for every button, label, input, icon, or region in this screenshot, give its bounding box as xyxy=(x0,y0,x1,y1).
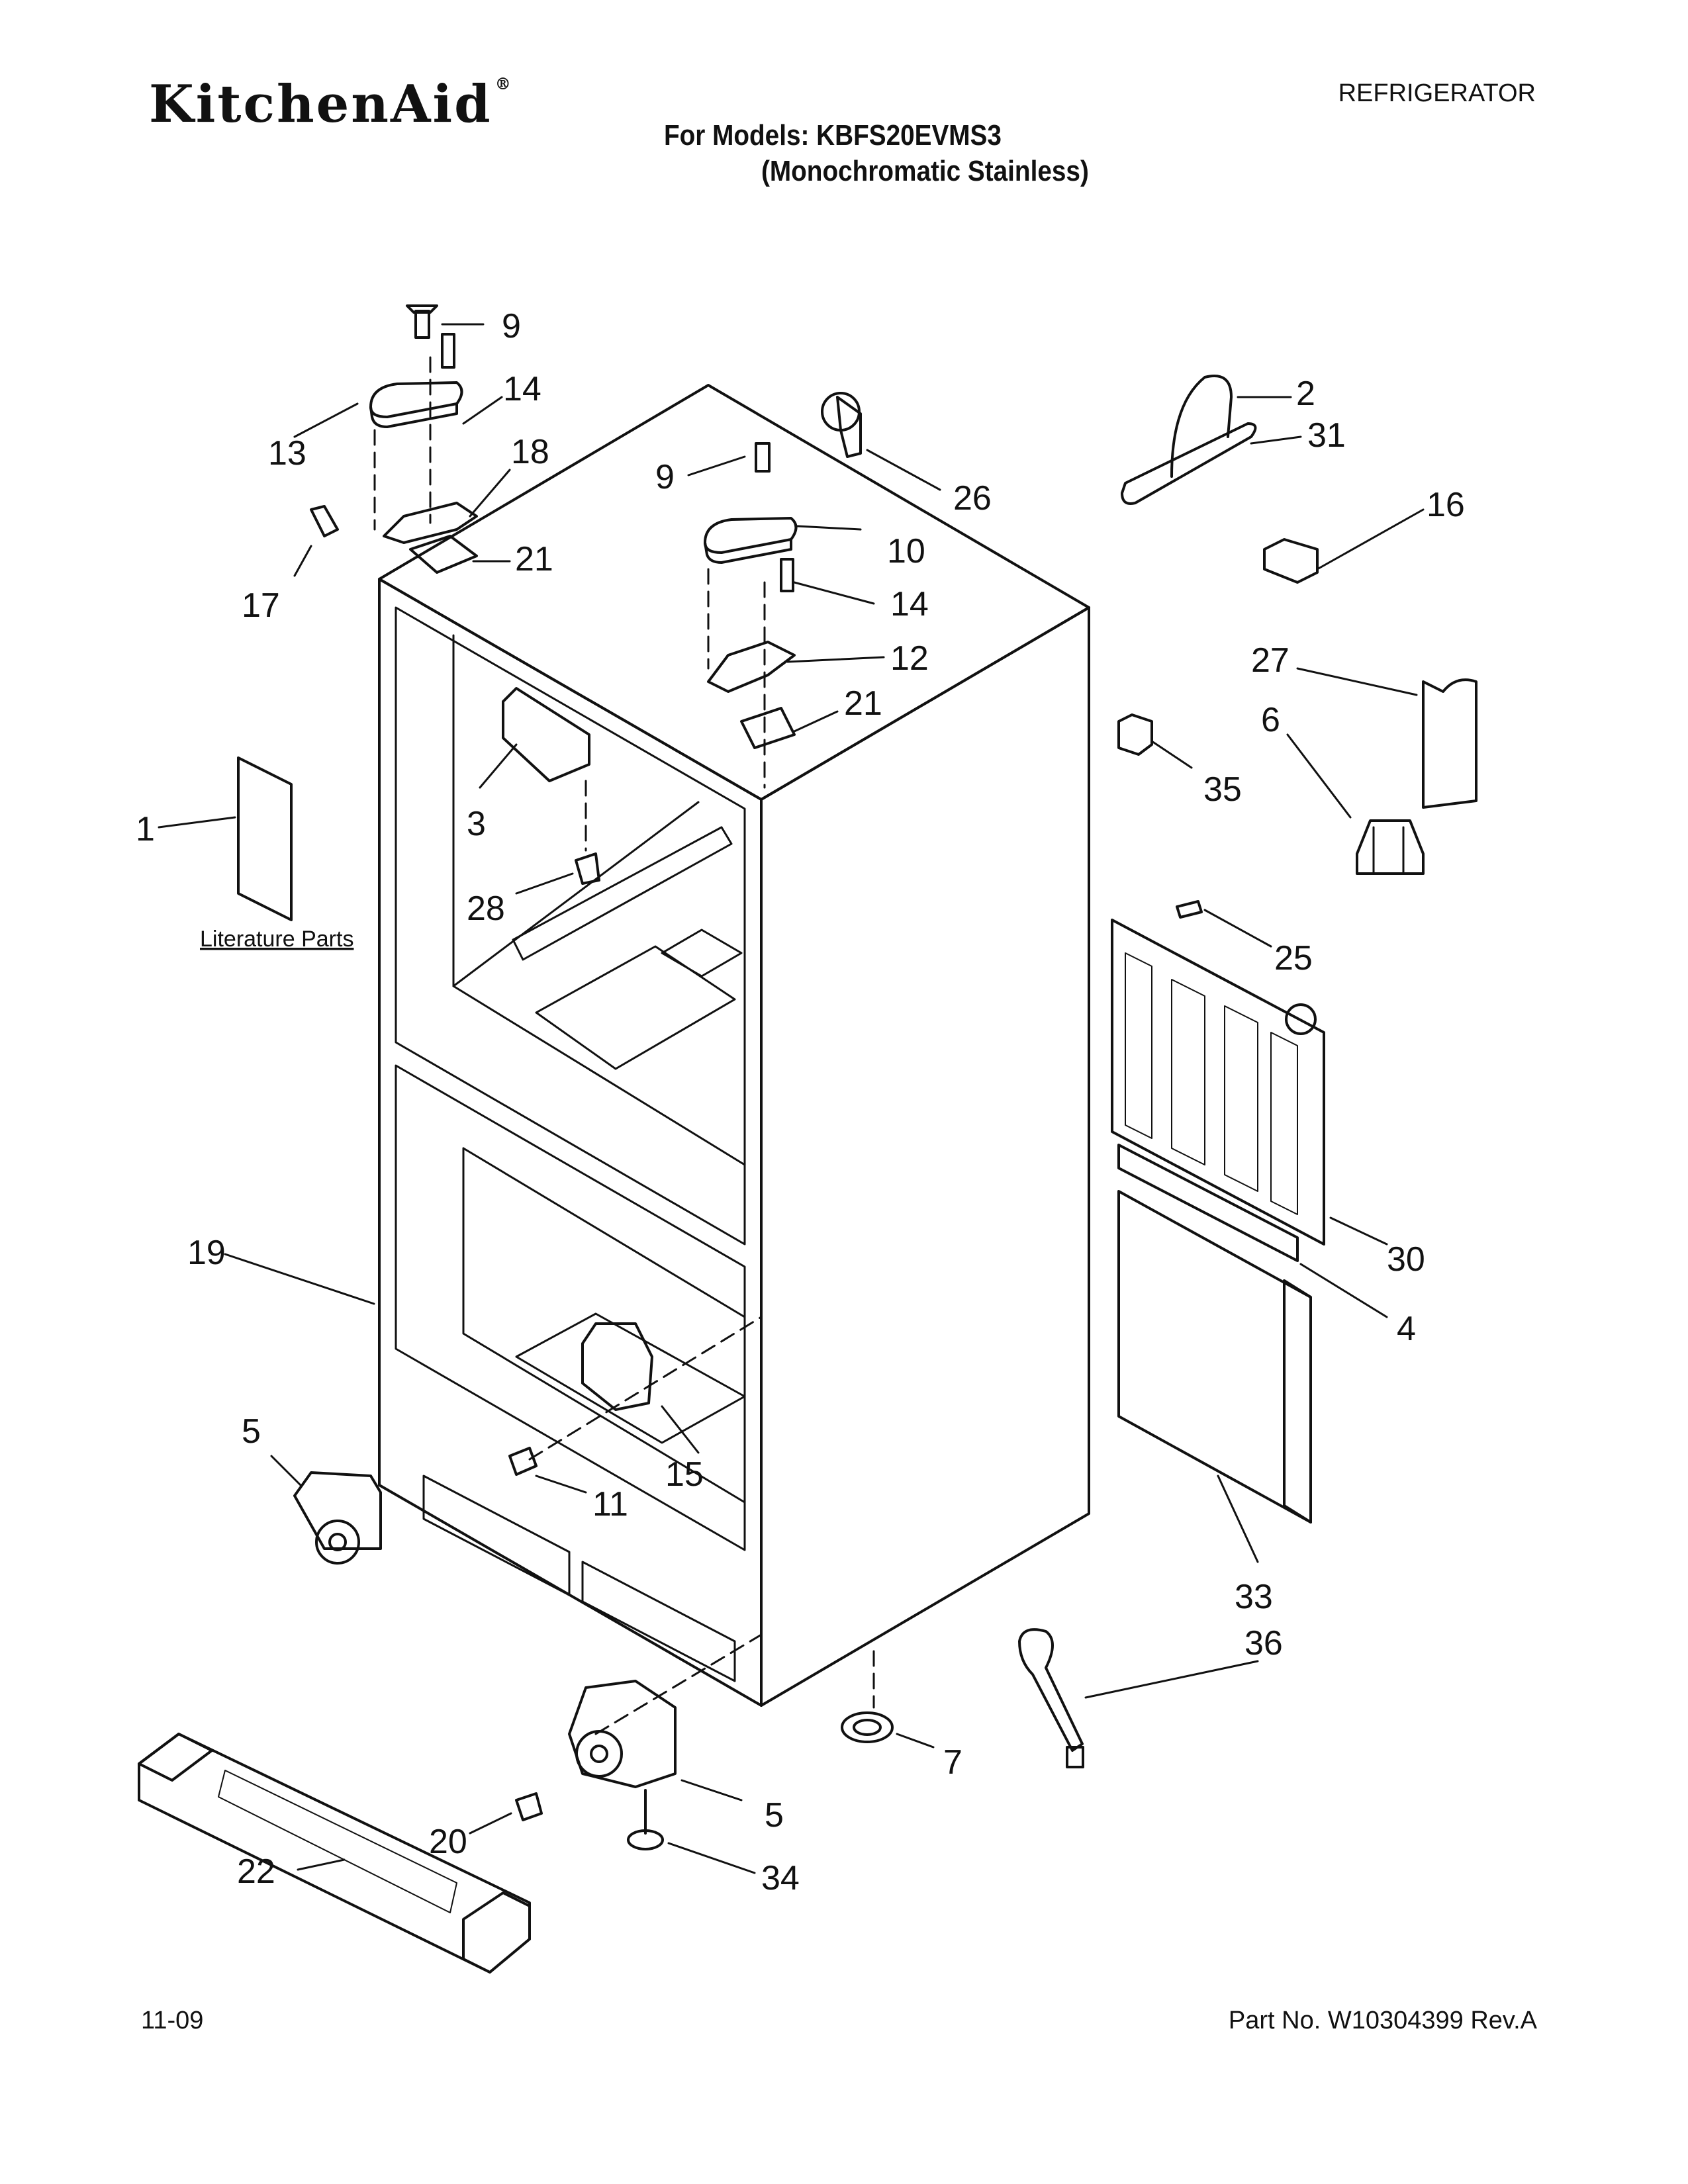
callout-20: 20 xyxy=(429,1823,467,1861)
callout-7: 7 xyxy=(943,1743,962,1782)
callout-28: 28 xyxy=(467,889,505,928)
part-27-channel xyxy=(1422,678,1477,809)
part-6-bracket xyxy=(1356,819,1425,875)
literature-parts-label: Literature Parts xyxy=(200,927,353,952)
callout-34: 34 xyxy=(761,1859,800,1897)
part-30-grommet xyxy=(1285,1003,1317,1035)
upper-left-hinge xyxy=(310,304,478,574)
callout-18: 18 xyxy=(511,433,549,471)
appliance-category: REFRIGERATOR xyxy=(1338,79,1536,107)
leader-lines xyxy=(158,323,1425,1874)
part-35-clip xyxy=(1117,713,1153,756)
part-25-screw xyxy=(1176,900,1203,919)
callout-35: 35 xyxy=(1203,770,1242,809)
callout-9-top-left: 9 xyxy=(502,307,521,345)
part-3-block xyxy=(502,687,590,782)
part-30-louvers xyxy=(1125,952,1298,1215)
callout-27: 27 xyxy=(1251,641,1289,680)
callout-5-left: 5 xyxy=(242,1412,261,1451)
footer-part-number: Part No. W10304399 Rev.A xyxy=(1228,2007,1537,2034)
callout-22: 22 xyxy=(237,1852,275,1891)
callout-13: 13 xyxy=(268,434,306,473)
part-4-strip xyxy=(1117,1144,1299,1262)
part-33-insulation xyxy=(1117,1190,1312,1524)
callout-6: 6 xyxy=(1261,701,1280,739)
part-15-hinge xyxy=(581,1322,653,1411)
part-1-literature xyxy=(237,756,293,921)
part-5-roller-left xyxy=(293,1471,382,1565)
cabinet xyxy=(378,384,1090,1707)
part-26-bracket xyxy=(836,396,862,458)
part-30-access-panel xyxy=(1111,919,1325,1246)
footer-date: 11-09 xyxy=(141,2007,204,2034)
part-11-screw xyxy=(508,1447,538,1476)
callout-31: 31 xyxy=(1307,416,1346,455)
callout-30: 30 xyxy=(1387,1240,1425,1279)
part-22-base-grille xyxy=(138,1733,531,1974)
callout-36: 36 xyxy=(1244,1624,1283,1662)
callout-9-center: 9 xyxy=(655,458,675,496)
part-20-screw xyxy=(515,1792,543,1821)
brand-logo: KitchenAid® xyxy=(149,74,513,134)
callout-10: 10 xyxy=(887,532,925,570)
part-33-edge xyxy=(1283,1279,1312,1524)
callout-2: 2 xyxy=(1296,375,1315,413)
callout-16: 16 xyxy=(1427,486,1465,524)
part-2-wire xyxy=(1170,375,1233,478)
callout-11: 11 xyxy=(592,1485,628,1524)
part-7-washer xyxy=(841,1711,894,1743)
callout-labels: 9 13 14 18 17 21 9 10 14 12 21 26 2 31 1… xyxy=(136,307,1465,1897)
callout-1: 1 xyxy=(136,810,155,848)
callout-4: 4 xyxy=(1397,1310,1416,1348)
callout-21-left: 21 xyxy=(515,540,553,578)
callout-21-center: 21 xyxy=(844,684,882,723)
callout-12: 12 xyxy=(890,639,929,678)
callout-14-top-left: 14 xyxy=(503,370,541,408)
part-28-screw xyxy=(575,852,600,885)
part-36-plug xyxy=(1066,1746,1084,1768)
part-36-tool xyxy=(1018,1628,1084,1752)
part-31-tube xyxy=(1121,422,1257,505)
callout-25: 25 xyxy=(1274,939,1313,978)
callout-19: 19 xyxy=(187,1234,226,1272)
part-16-clip xyxy=(1263,538,1319,584)
callout-26: 26 xyxy=(953,479,992,518)
callout-3: 3 xyxy=(467,805,486,843)
top-center-hinge xyxy=(704,442,798,789)
part-34-leveler xyxy=(627,1789,664,1850)
callout-5-right: 5 xyxy=(765,1796,784,1835)
callout-14-center: 14 xyxy=(890,585,929,623)
callout-15: 15 xyxy=(665,1455,704,1494)
callout-17: 17 xyxy=(242,586,280,625)
variant-line: (Monochromatic Stainless) xyxy=(761,155,1089,187)
callout-33: 33 xyxy=(1235,1578,1273,1616)
models-line: For Models: KBFS20EVMS3 xyxy=(664,119,1002,152)
